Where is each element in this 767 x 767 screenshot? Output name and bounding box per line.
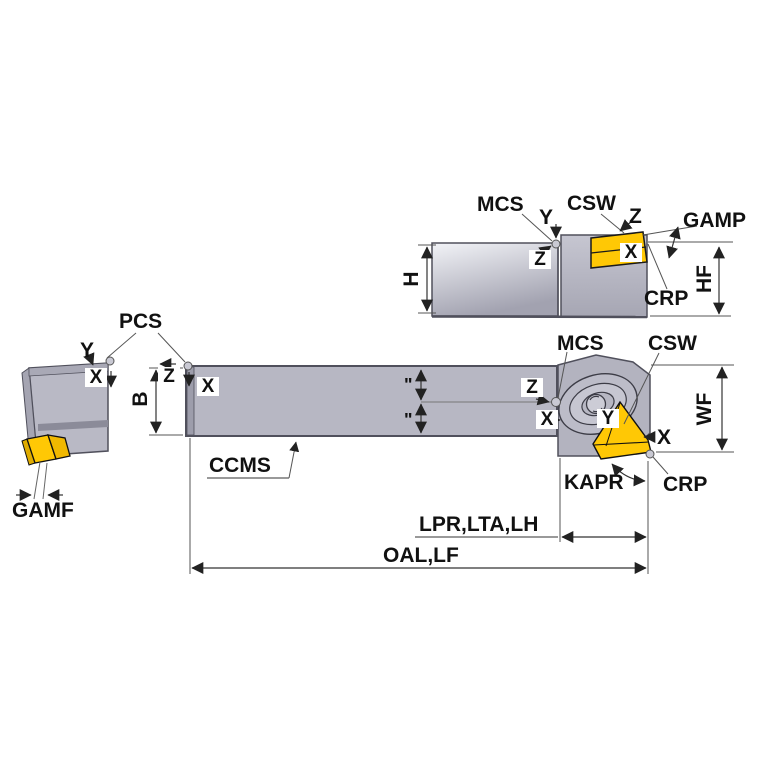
- label-y-side: Y: [539, 206, 554, 229]
- label-crp-side: CRP: [644, 287, 689, 310]
- label-oal-lf: OAL,LF: [383, 544, 459, 567]
- label-x-insert-side: X: [620, 243, 642, 262]
- label-mcs-side: MCS: [477, 193, 524, 216]
- label-x-head: X: [657, 426, 672, 449]
- label-csw-main: CSW: [648, 332, 697, 355]
- label-pcs: PCS: [119, 310, 163, 333]
- label-x-mid: X: [536, 410, 558, 429]
- pcs-point-main: [183, 361, 193, 371]
- label-mcs-main: MCS: [557, 332, 604, 355]
- label-crp-main: CRP: [663, 473, 708, 496]
- label-gamf: GAMF: [12, 499, 74, 522]
- label-z-left: Z: [158, 367, 180, 386]
- label-b: B: [128, 391, 152, 407]
- label-h: H: [399, 271, 423, 287]
- label-half-upper: ": [404, 375, 413, 395]
- pcs-point-end: [105, 356, 115, 366]
- label-z-shank-side: Z: [529, 250, 551, 269]
- label-ccms: CCMS: [209, 454, 271, 477]
- label-wf: WF: [692, 392, 716, 426]
- label-y-end: Y: [80, 339, 95, 362]
- label-half-lower: ": [404, 410, 413, 430]
- label-x-end: X: [85, 368, 107, 387]
- label-lpr-lta-lh: LPR,LTA,LH: [419, 513, 539, 536]
- clamp-screw: [585, 393, 607, 415]
- label-hf: HF: [692, 265, 716, 293]
- mcs-point-main: [551, 397, 561, 407]
- label-kapr: KAPR: [564, 471, 624, 494]
- kapr-angle-arrow: [611, 463, 646, 487]
- main-view: [106, 332, 734, 574]
- mcs-point-side: [551, 239, 561, 249]
- label-z-mid: Z: [521, 378, 543, 397]
- crp-point: [645, 449, 655, 459]
- gamp-angle-arrow: [666, 226, 681, 259]
- label-x-left: X: [197, 377, 219, 396]
- main-view-shank: [185, 365, 558, 437]
- label-z-top-side: Z: [629, 205, 642, 228]
- label-y-head: Y: [597, 409, 619, 428]
- label-gamp: GAMP: [683, 209, 746, 232]
- label-csw-side: CSW: [567, 192, 616, 215]
